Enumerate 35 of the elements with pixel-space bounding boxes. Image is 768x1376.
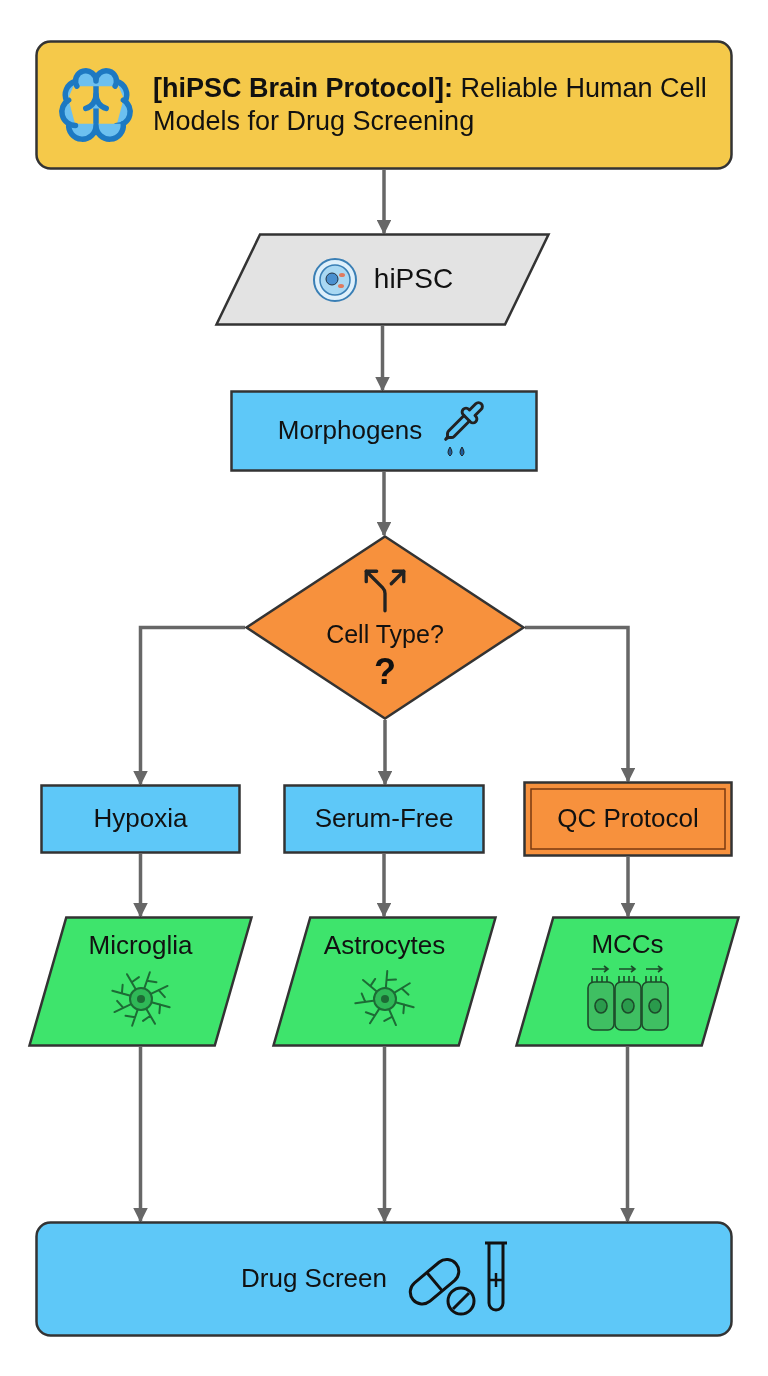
process-box	[40, 784, 241, 854]
output-parallelogram	[272, 916, 497, 1047]
title-box	[35, 40, 733, 170]
node-label: Serum-Free	[314, 803, 454, 835]
arrow	[376, 170, 392, 235]
arrow	[376, 472, 392, 537]
arrow	[377, 720, 393, 786]
process-box	[230, 390, 538, 472]
decision-diamond	[245, 535, 525, 720]
arrow	[133, 854, 148, 918]
arrow	[377, 1047, 392, 1223]
node-label: Hypoxia	[93, 803, 188, 835]
node-label: hiPSC	[373, 262, 454, 297]
arrow	[375, 326, 390, 392]
process-box	[35, 1221, 733, 1337]
arrow	[525, 625, 636, 783]
question-mark: ?	[374, 653, 396, 690]
arrow	[620, 857, 636, 918]
output-parallelogram	[28, 916, 253, 1047]
node-label: Morphogens	[277, 415, 423, 447]
arrow	[376, 854, 392, 918]
node-label: Microglia	[88, 929, 193, 962]
node-label: Cell Type?	[326, 619, 444, 650]
process-box	[283, 784, 485, 854]
arrow	[133, 1047, 148, 1223]
node-label: QC Protocol	[557, 803, 699, 835]
node-label: Drug Screen	[241, 1263, 387, 1295]
node-label: Astrocytes	[323, 929, 446, 962]
input-parallelogram	[215, 233, 550, 326]
node-label: MCCs	[591, 928, 664, 961]
output-parallelogram	[515, 916, 740, 1047]
node-label: [hiPSC Brain Protocol]: Reliable Human Cell Models for Drug Screening	[153, 72, 708, 138]
qc-box	[523, 781, 733, 857]
arrow	[133, 625, 245, 786]
arrow	[620, 1047, 635, 1223]
